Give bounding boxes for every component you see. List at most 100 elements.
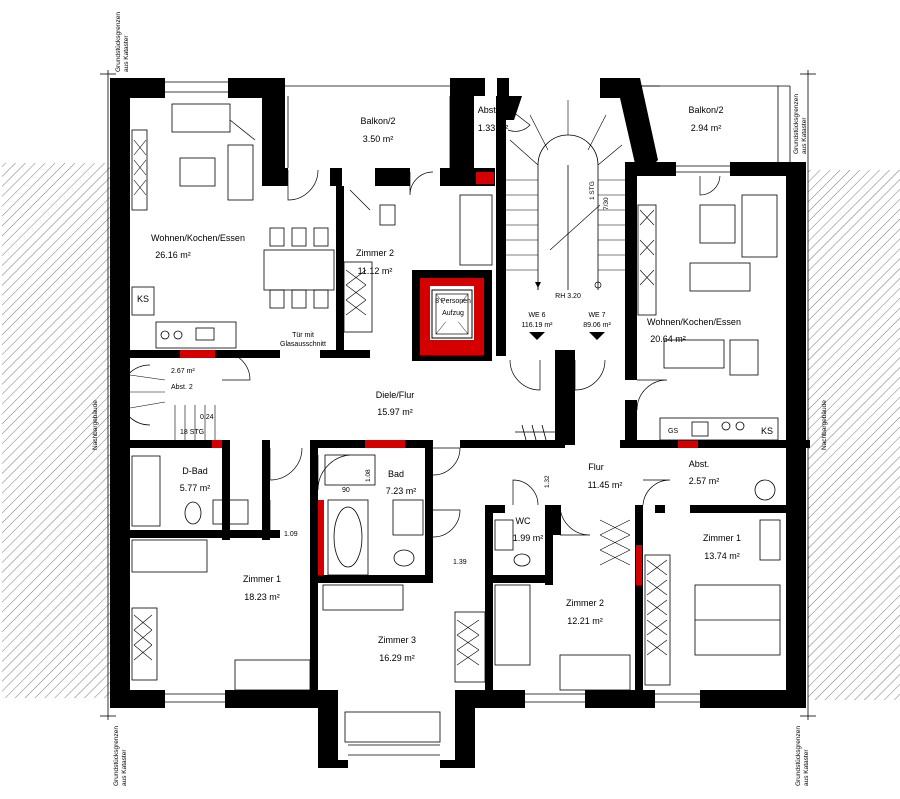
room-name: Bad [388,469,404,479]
elevator: 8 Personen Aufzug [431,289,473,339]
main-staircase [506,100,625,290]
room-name: Wohnen/Kochen/Essen [151,233,245,243]
dimension-109: 1.09 [284,531,298,538]
room-area: 20.64 m² [650,334,686,344]
room-zimmer1-right: Zimmer 1 13.74 m² [703,533,741,561]
room-area: 2.94 m² [691,123,722,133]
room-name: Abst. 2 [171,384,193,391]
furniture [131,103,781,743]
boundary-label-tr-2: aus Kataster [801,117,808,154]
room-area: 1.99 m² [513,533,544,543]
neighbor-label-left: Nachbargebäude [92,400,99,450]
dimension-132: 1.32 [544,475,551,488]
stair-ratio-label: 7/30 [603,197,610,210]
room-area: 7.23 m² [386,486,417,496]
boundary-label-br-1: Grundstücksgrenzen [795,726,802,786]
room-flur: Flur 11.45 m² [588,462,623,490]
boundary-label-bl-1: Grundstücksgrenzen [113,726,120,786]
fire-walls [180,172,698,585]
room-name: Zimmer 1 [243,574,281,584]
unit-area: 89.06 m² [583,322,611,329]
attic-stair-steps: 18 STG [180,429,204,436]
neighbor-label-right: Nachbargebäude [821,400,828,450]
room-name: WC [516,516,531,526]
door-note-line1: Tür mit [292,332,314,339]
attic-stair-dim: 0.24 [200,414,214,421]
boundary-label-bl-2: aus Kataster [121,749,128,786]
room-area: 5.77 m² [180,483,211,493]
room-area: 11.12 m² [358,266,393,276]
unit-name: WE 6 [528,312,545,319]
room-area: 3.50 m² [363,134,394,144]
door-note-line2: Glasausschnitt [280,341,326,348]
room-name: Abst. [478,105,499,115]
room-name: Flur [588,462,604,472]
room-wohnen-right: Wohnen/Kochen/Essen 20.64 m² [647,317,741,344]
room-balkon-right: Balkon/2 2.94 m² [688,105,723,133]
neighbor-building-right [808,170,900,700]
dimension-139: 1.39 [453,559,467,566]
room-area: 2.67 m² [171,368,195,375]
room-name: Balkon/2 [688,105,723,115]
stair-steps-label: 1 STG [589,181,596,200]
room-zimmer1-left: Zimmer 1 18.23 m² [243,574,281,602]
boundary-label-br-2: aus Kataster [803,749,810,786]
radiator-marks [515,424,555,441]
dimension-108: 1.08 [365,469,372,482]
interior-walls [130,186,810,708]
room-abst-top: Abst. 1.33 m² [478,105,509,133]
dimension-090: 90 [342,487,350,494]
unit-we6: WE 6 116.19 m² [522,312,554,340]
elevator-capacity-label: 8 Personen [435,298,471,305]
windows [165,81,791,756]
room-zimmer2-bottom: Zimmer 2 12.21 m² [566,598,604,626]
room-area: 11.45 m² [588,480,623,490]
room-name: Abst. [689,459,710,469]
room-name: Zimmer 1 [703,533,741,543]
fridge-label-left: KS [137,294,149,304]
room-wohnen-left: Wohnen/Kochen/Essen 26.16 m² [151,233,245,260]
room-name: D-Bad [182,466,208,476]
room-area: 12.21 m² [567,616,603,626]
elevator-label: Aufzug [442,310,464,317]
neighbor-building-left [2,163,110,698]
room-balkon-left: Balkon/2 3.50 m² [360,116,395,144]
room-name: Wohnen/Kochen/Essen [647,317,741,327]
boundary-label-tl-2: aus Kataster [123,35,130,72]
attic-staircase [119,364,216,440]
room-bad: Bad 7.23 m² [386,469,417,496]
fridge-label-right: KS [761,426,773,436]
room-area: 13.74 m² [704,551,740,561]
dishwasher-label: GS [668,428,678,435]
room-area: 15.97 m² [377,407,413,417]
room-name: Balkon/2 [360,116,395,126]
doors [221,107,721,538]
exterior-walls [110,78,806,768]
unit-we7: WE 7 89.06 m² [583,312,611,340]
room-abst2: 2.67 m² Abst. 2 [171,368,195,391]
room-abst-right: Abst. 2.57 m² [689,459,720,486]
room-height-label: RH 3.20 [555,293,581,300]
room-zimmer2-top: Zimmer 2 11.12 m² [356,248,394,276]
rh-label-group: RH 3.20 [555,293,581,300]
unit-area: 116.19 m² [522,322,554,329]
boundary-label-tl-1: Grundstücksgrenzen [115,12,122,72]
room-area: 2.57 m² [689,476,720,486]
room-area: 18.23 m² [244,592,280,602]
wardrobes [133,139,668,666]
unit-name: WE 7 [588,312,605,319]
room-area: 16.29 m² [379,653,415,663]
room-wc: WC 1.99 m² [513,516,544,543]
room-name: Zimmer 2 [566,598,604,608]
room-zimmer3: Zimmer 3 16.29 m² [378,635,416,663]
room-name: Zimmer 2 [356,248,394,258]
room-area: 26.16 m² [155,250,191,260]
property-boundary-lines [100,70,816,720]
room-diele: Diele/Flur 15.97 m² [376,390,415,417]
room-dbad: D-Bad 5.77 m² [180,466,211,493]
boundary-label-tr-1: Grundstücksgrenzen [793,94,800,154]
room-name: Diele/Flur [376,390,415,400]
room-name: Zimmer 3 [378,635,416,645]
room-area: 1.33 m² [478,123,509,133]
